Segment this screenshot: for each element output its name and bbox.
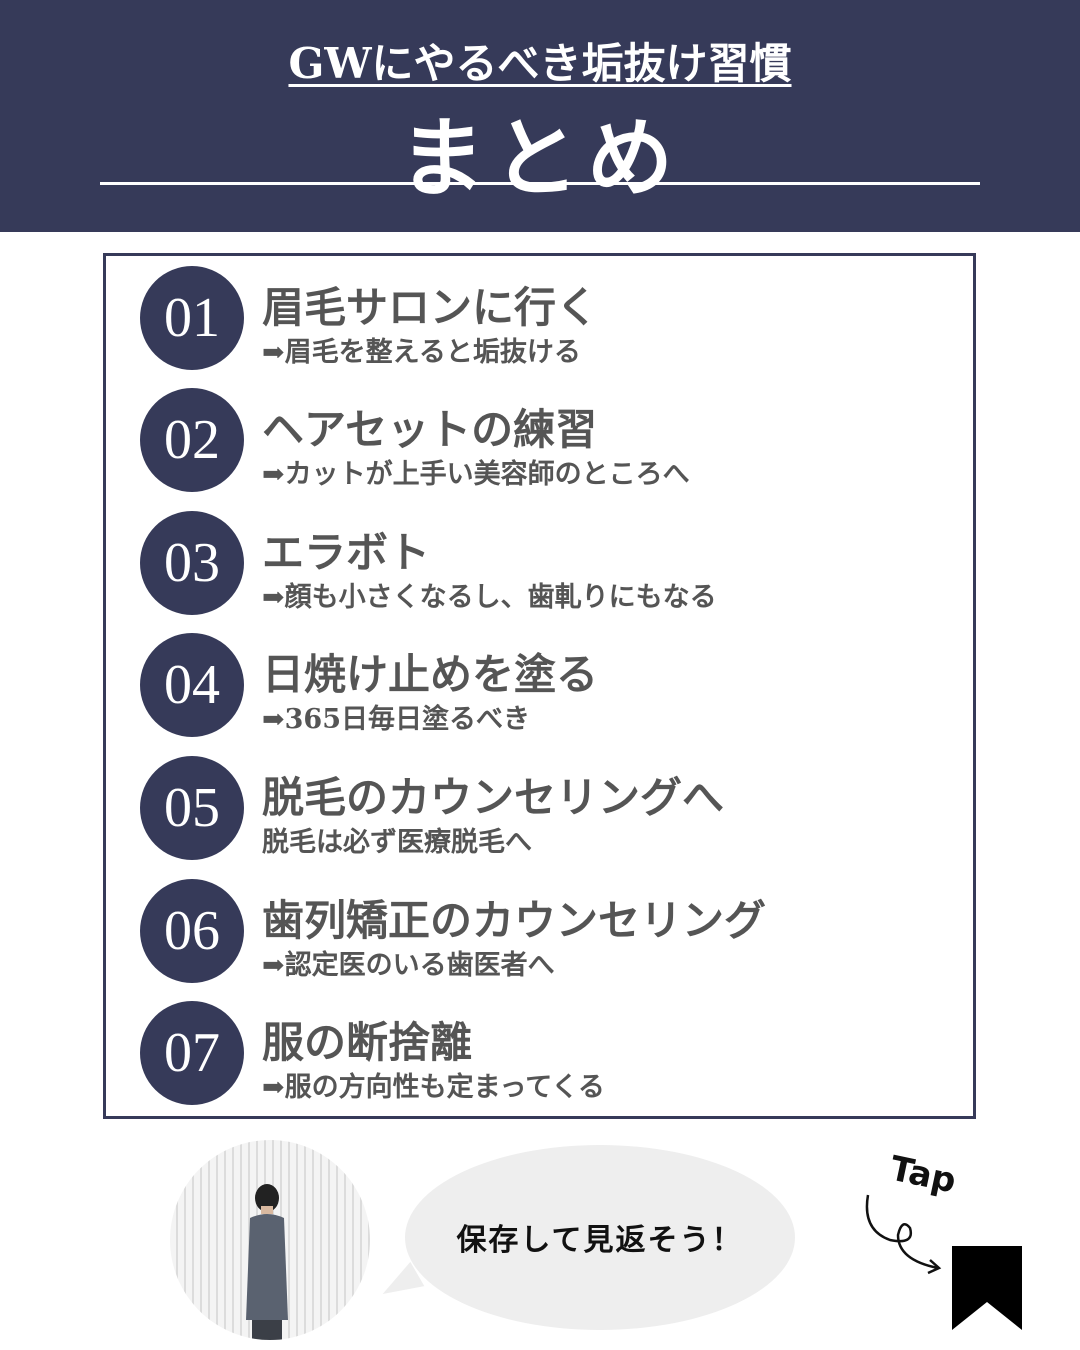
- item-number-badge: 04: [140, 633, 244, 737]
- list-item: 04 日焼け止めを塗る ➡365日毎日塗るべき: [140, 633, 960, 743]
- item-number-badge: 05: [140, 756, 244, 860]
- header-subtitle: GWにやるべき垢抜け習慣: [288, 39, 792, 88]
- item-number-badge: 03: [140, 511, 244, 615]
- item-number-badge: 02: [140, 388, 244, 492]
- item-title: 眉毛サロンに行く: [262, 283, 599, 332]
- speech-bubble: [405, 1145, 795, 1330]
- avatar-photo: [170, 1140, 370, 1340]
- header-divider: [100, 182, 980, 185]
- item-title: 服の断捨離: [262, 1018, 473, 1067]
- item-note: ➡365日毎日塗るべき: [262, 704, 530, 735]
- item-title: エラボト: [262, 528, 431, 577]
- item-title: 歯列矯正のカウンセリング: [262, 896, 767, 945]
- item-title: 日焼け止めを塗る: [262, 650, 599, 699]
- item-number-badge: 01: [140, 266, 244, 370]
- list-item: 01 眉毛サロンに行く ➡眉毛を整えると垢抜ける: [140, 266, 960, 376]
- item-number-badge: 06: [140, 879, 244, 983]
- item-note: ➡顔も小さくなるし、歯軋りにもなる: [262, 582, 717, 613]
- list-item: 05 脱毛のカウンセリングへ 脱毛は必ず医療脱毛へ: [140, 756, 960, 866]
- item-title: 脱毛のカウンセリングへ: [262, 773, 725, 822]
- summary-list-box: [103, 253, 976, 1119]
- list-item: 03 エラボト ➡顔も小さくなるし、歯軋りにもなる: [140, 511, 960, 621]
- bookmark-icon[interactable]: [952, 1246, 1022, 1330]
- item-note: ➡認定医のいる歯医者へ: [262, 950, 555, 981]
- item-note: 脱毛は必ず医療脱毛へ: [262, 827, 532, 858]
- speech-bubble-text: 保存して見返そう！: [456, 1223, 744, 1258]
- list-item: 02 ヘアセットの練習 ➡カットが上手い美容師のところへ: [140, 388, 960, 498]
- item-number-badge: 07: [140, 1001, 244, 1105]
- item-note: ➡眉毛を整えると垢抜ける: [262, 337, 581, 368]
- page-title: まとめ: [399, 108, 681, 209]
- item-note: ➡服の方向性も定まってくる: [262, 1072, 605, 1103]
- list-item: 06 歯列矯正のカウンセリング ➡認定医のいる歯医者へ: [140, 879, 960, 989]
- item-note: ➡カットが上手い美容師のところへ: [262, 459, 690, 490]
- curved-arrow-icon: [865, 1194, 942, 1275]
- list-item: 07 服の断捨離 ➡服の方向性も定まってくる: [140, 1001, 960, 1111]
- header-banner: GWにやるべき垢抜け習慣 まとめ: [0, 0, 1080, 232]
- item-title: ヘアセットの練習: [262, 405, 598, 454]
- person-figure: [246, 1184, 288, 1340]
